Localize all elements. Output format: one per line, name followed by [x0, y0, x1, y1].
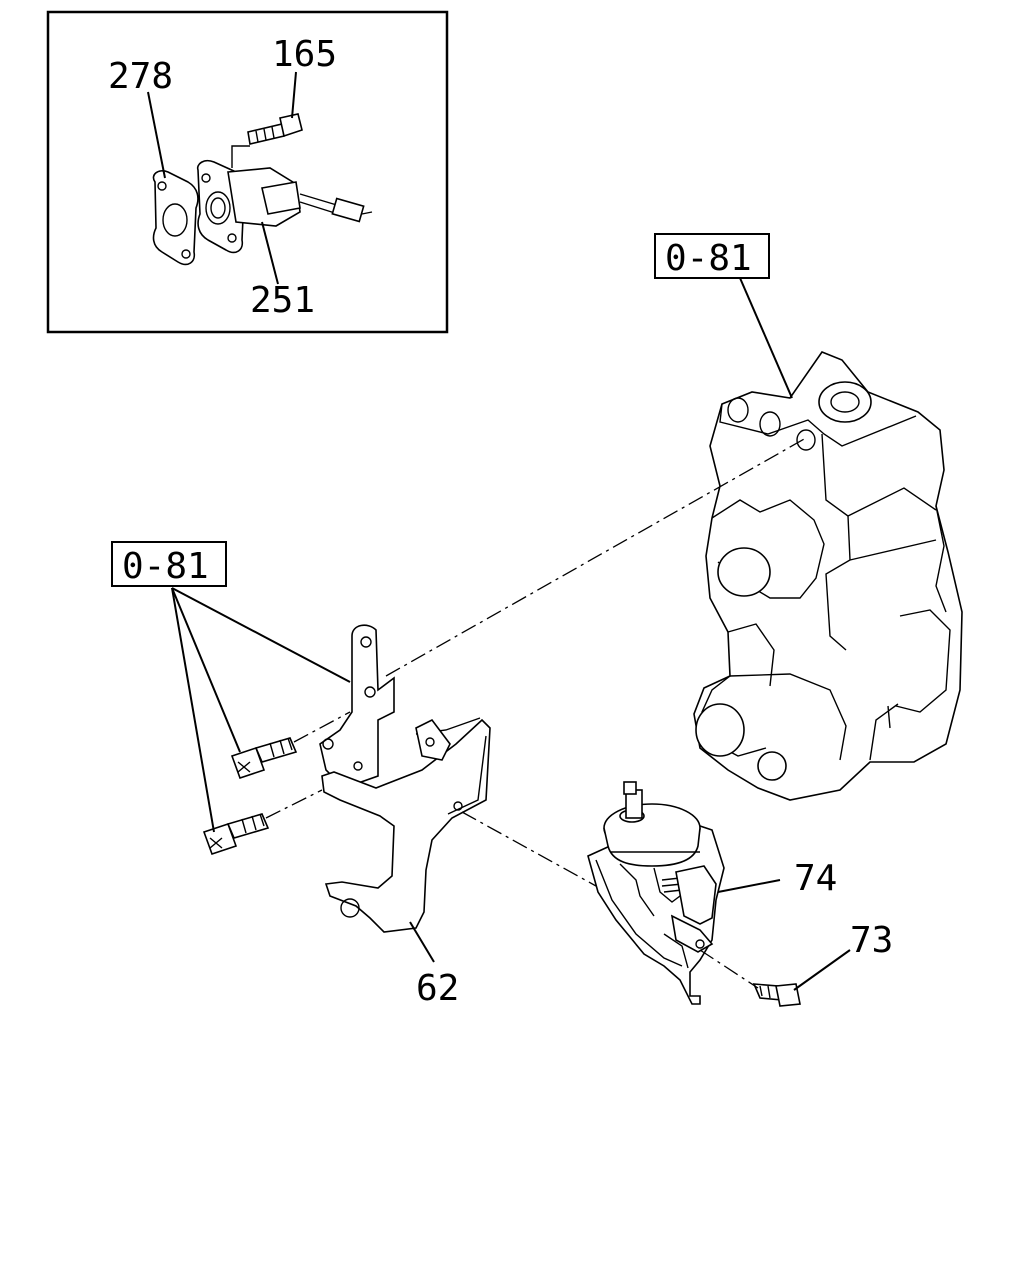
leader-62	[409, 921, 435, 963]
leader-pump-ref	[739, 277, 793, 399]
leader-bolts-ref-c	[171, 587, 215, 833]
label-278: 278	[108, 56, 173, 97]
ref-label-pump: 0-81	[665, 238, 752, 279]
leader-73	[793, 949, 851, 991]
leader-bolts-ref-b	[171, 587, 241, 753]
alignment-line-screw	[699, 949, 759, 989]
sensor-part	[196, 159, 373, 254]
alignment-line-bolt-lower	[265, 789, 323, 819]
gasket-part	[152, 170, 199, 266]
alignment-line-bolt-upper	[293, 711, 351, 743]
bolt-upper	[230, 737, 298, 780]
ref-box-bolts: 0-81	[111, 541, 227, 587]
bolt-lower	[202, 813, 270, 856]
pump-assembly	[693, 351, 963, 801]
ref-label-bolts: 0-81	[122, 546, 209, 587]
label-165: 165	[272, 34, 337, 75]
label-62: 62	[416, 968, 459, 1009]
alignment-line-actuator	[461, 811, 597, 887]
bracket-62-part	[319, 624, 491, 933]
actuator-74-part	[587, 781, 725, 1005]
label-73: 73	[850, 920, 893, 961]
inset-bolt-part	[231, 113, 303, 168]
leader-74	[717, 879, 781, 893]
ref-box-pump: 0-81	[654, 233, 770, 279]
inset-detail: 278 165 251	[46, 10, 449, 334]
inset-frame	[46, 10, 449, 334]
leader-bolts-ref-a	[171, 587, 351, 683]
label-74: 74	[794, 858, 837, 899]
label-251: 251	[250, 280, 315, 321]
alignment-line-pump	[385, 437, 807, 677]
screw-73-part	[752, 983, 801, 1007]
